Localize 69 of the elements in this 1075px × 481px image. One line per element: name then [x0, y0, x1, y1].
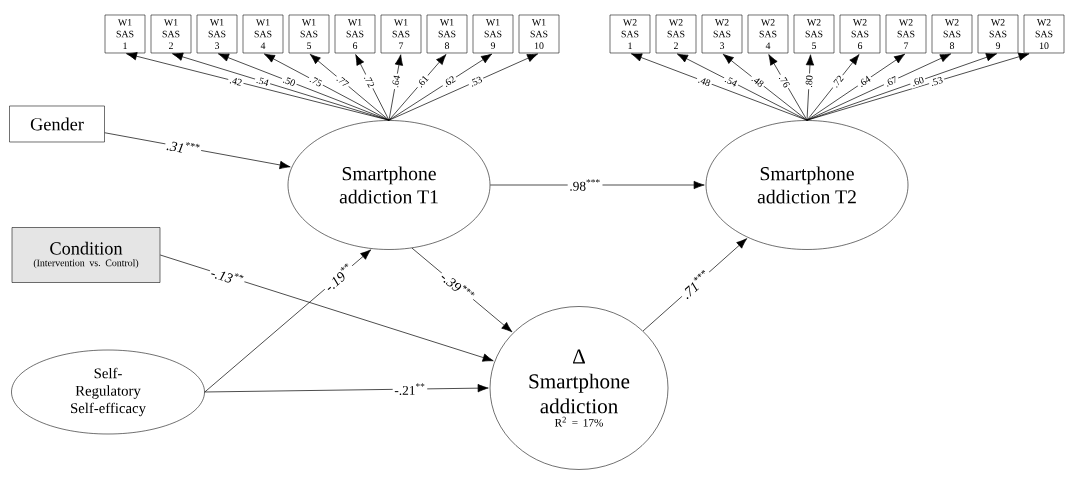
edge-label: .72	[361, 72, 378, 91]
edge-label: .54	[721, 73, 741, 90]
edge-label: .80	[803, 73, 815, 90]
arrow	[806, 53, 906, 121]
arrow	[388, 53, 538, 121]
arrow	[722, 53, 808, 121]
arrow	[263, 53, 390, 121]
indicator-box: W2 SAS 4	[747, 14, 789, 54]
edge-label: .61	[413, 72, 432, 91]
arrow	[388, 53, 493, 121]
edge-label: .71$^{***}$	[676, 266, 715, 303]
arrow	[126, 52, 390, 121]
indicator-box: W2 SAS 3	[701, 14, 743, 54]
indicator-box: W1 SAS 6	[334, 14, 376, 54]
edge-label: .62	[440, 72, 459, 90]
arrow	[805, 54, 815, 121]
indicator-box: W2 SAS 9	[977, 14, 1019, 54]
edge-label: .53	[466, 73, 486, 90]
indicator-box: W2 SAS 8	[931, 14, 973, 54]
variable-box: Gender	[9, 105, 105, 143]
indicator-box: W2 SAS 10	[1023, 14, 1065, 54]
edge-label: .42	[227, 74, 245, 89]
edge-label: .76	[776, 72, 793, 91]
indicator-box: W1 SAS 5	[288, 14, 330, 54]
edge-label: .64	[855, 72, 874, 90]
indicator-box: W1 SAS 4	[242, 14, 284, 54]
arrow	[677, 53, 808, 121]
edge-label: .77	[333, 72, 352, 91]
edge-label: -.39$^{***}$	[436, 267, 479, 306]
indicator-box: W1 SAS 2	[150, 14, 192, 54]
edge-label: .48	[748, 72, 767, 91]
indicator-box: W2 SAS 7	[885, 14, 927, 54]
indicator-box: W1 SAS 7	[380, 14, 422, 54]
indicator-box: W1 SAS 8	[426, 14, 468, 54]
edge-label: .54	[253, 74, 272, 89]
edge-label: .50	[280, 73, 299, 89]
indicator-box: W2 SAS 6	[839, 14, 881, 54]
arrow	[768, 54, 808, 121]
indicator-box: W2 SAS 1	[609, 14, 651, 54]
edge-label: .67	[881, 73, 901, 90]
indicator-box: W1 SAS 3	[196, 14, 238, 54]
arrow	[388, 54, 404, 121]
arrow	[309, 53, 390, 121]
arrow	[159, 254, 494, 362]
indicator-box: W1 SAS 10	[518, 14, 560, 54]
indicator-box: W1 SAS 1	[104, 14, 146, 54]
indicator-box: W2 SAS 5	[793, 14, 835, 54]
edge-label: .53	[927, 74, 946, 89]
edge-label: .98$^{***}$	[567, 177, 603, 193]
arrow	[355, 54, 390, 121]
edge-label: -.19$^{**}$	[319, 259, 358, 295]
arrow	[489, 180, 705, 190]
edge-label: -.21$^{**}$	[392, 381, 428, 397]
edge-label: .72	[828, 72, 847, 91]
indicator-box: W2 SAS 2	[655, 14, 697, 54]
arrow	[806, 52, 1030, 121]
variable-box: Condition (Intervention vs. Control)	[11, 227, 161, 283]
edge-label: .75	[306, 73, 326, 90]
edge-label: .48	[695, 73, 714, 89]
arrow	[806, 54, 860, 121]
arrow	[204, 249, 372, 393]
edge-label: .31$^{***}$	[164, 136, 203, 158]
edge-label: .60	[908, 74, 927, 89]
arrow	[204, 384, 489, 393]
edge-label: .64	[389, 72, 403, 90]
arrow	[388, 54, 447, 121]
arrow	[806, 53, 951, 121]
indicator-box: W1 SAS 9	[472, 14, 514, 54]
edge-label: -.13$^{**}$	[207, 263, 247, 289]
